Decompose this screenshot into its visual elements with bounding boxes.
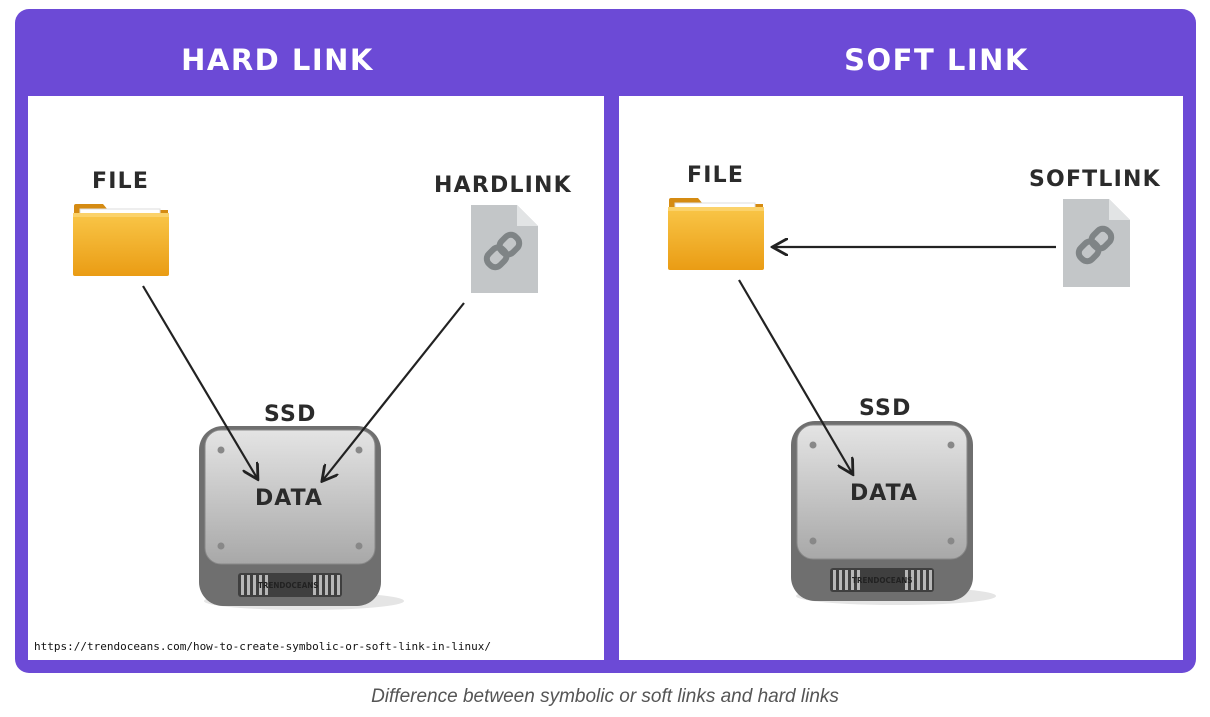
softlink-label: SOFTLINK — [1029, 167, 1161, 192]
file-label: FILE — [92, 169, 150, 194]
source-url: https://trendoceans.com/how-to-create-sy… — [34, 640, 491, 653]
brand-label: TRENDOCEANS — [258, 581, 319, 590]
soft-link-panel: FILE SOFTLINK SSD DATA TRENDOCEANS — [619, 96, 1183, 660]
hardlink-label: HARDLINK — [434, 173, 572, 198]
hard-link-title: HARD LINK — [181, 43, 374, 77]
diagram-frame: HARD LINK SOFT LINK — [15, 9, 1196, 673]
brand-label: TRENDOCEANS — [852, 576, 913, 585]
hardlink-to-data-arrow — [323, 302, 465, 480]
ssd-label: SSD — [264, 402, 317, 427]
file-to-data-arrow — [738, 279, 852, 473]
ssd-drive-icon — [791, 421, 996, 605]
folder-icon — [73, 204, 169, 276]
link-file-icon — [1063, 199, 1130, 287]
file-label: FILE — [687, 163, 745, 188]
folder-icon — [668, 198, 764, 270]
soft-link-graphics — [668, 198, 1130, 605]
figure-caption: Difference between symbolic or soft link… — [371, 686, 839, 707]
ssd-label: SSD — [859, 396, 912, 421]
data-label: DATA — [850, 481, 918, 506]
hard-link-panel: FILE HARDLINK SSD DATA TRENDOCEANS https… — [28, 96, 604, 660]
data-label: DATA — [255, 486, 323, 511]
link-file-icon — [471, 205, 538, 293]
hard-link-graphics — [73, 204, 538, 610]
soft-link-title: SOFT LINK — [844, 43, 1029, 77]
file-to-data-arrow — [142, 285, 257, 478]
